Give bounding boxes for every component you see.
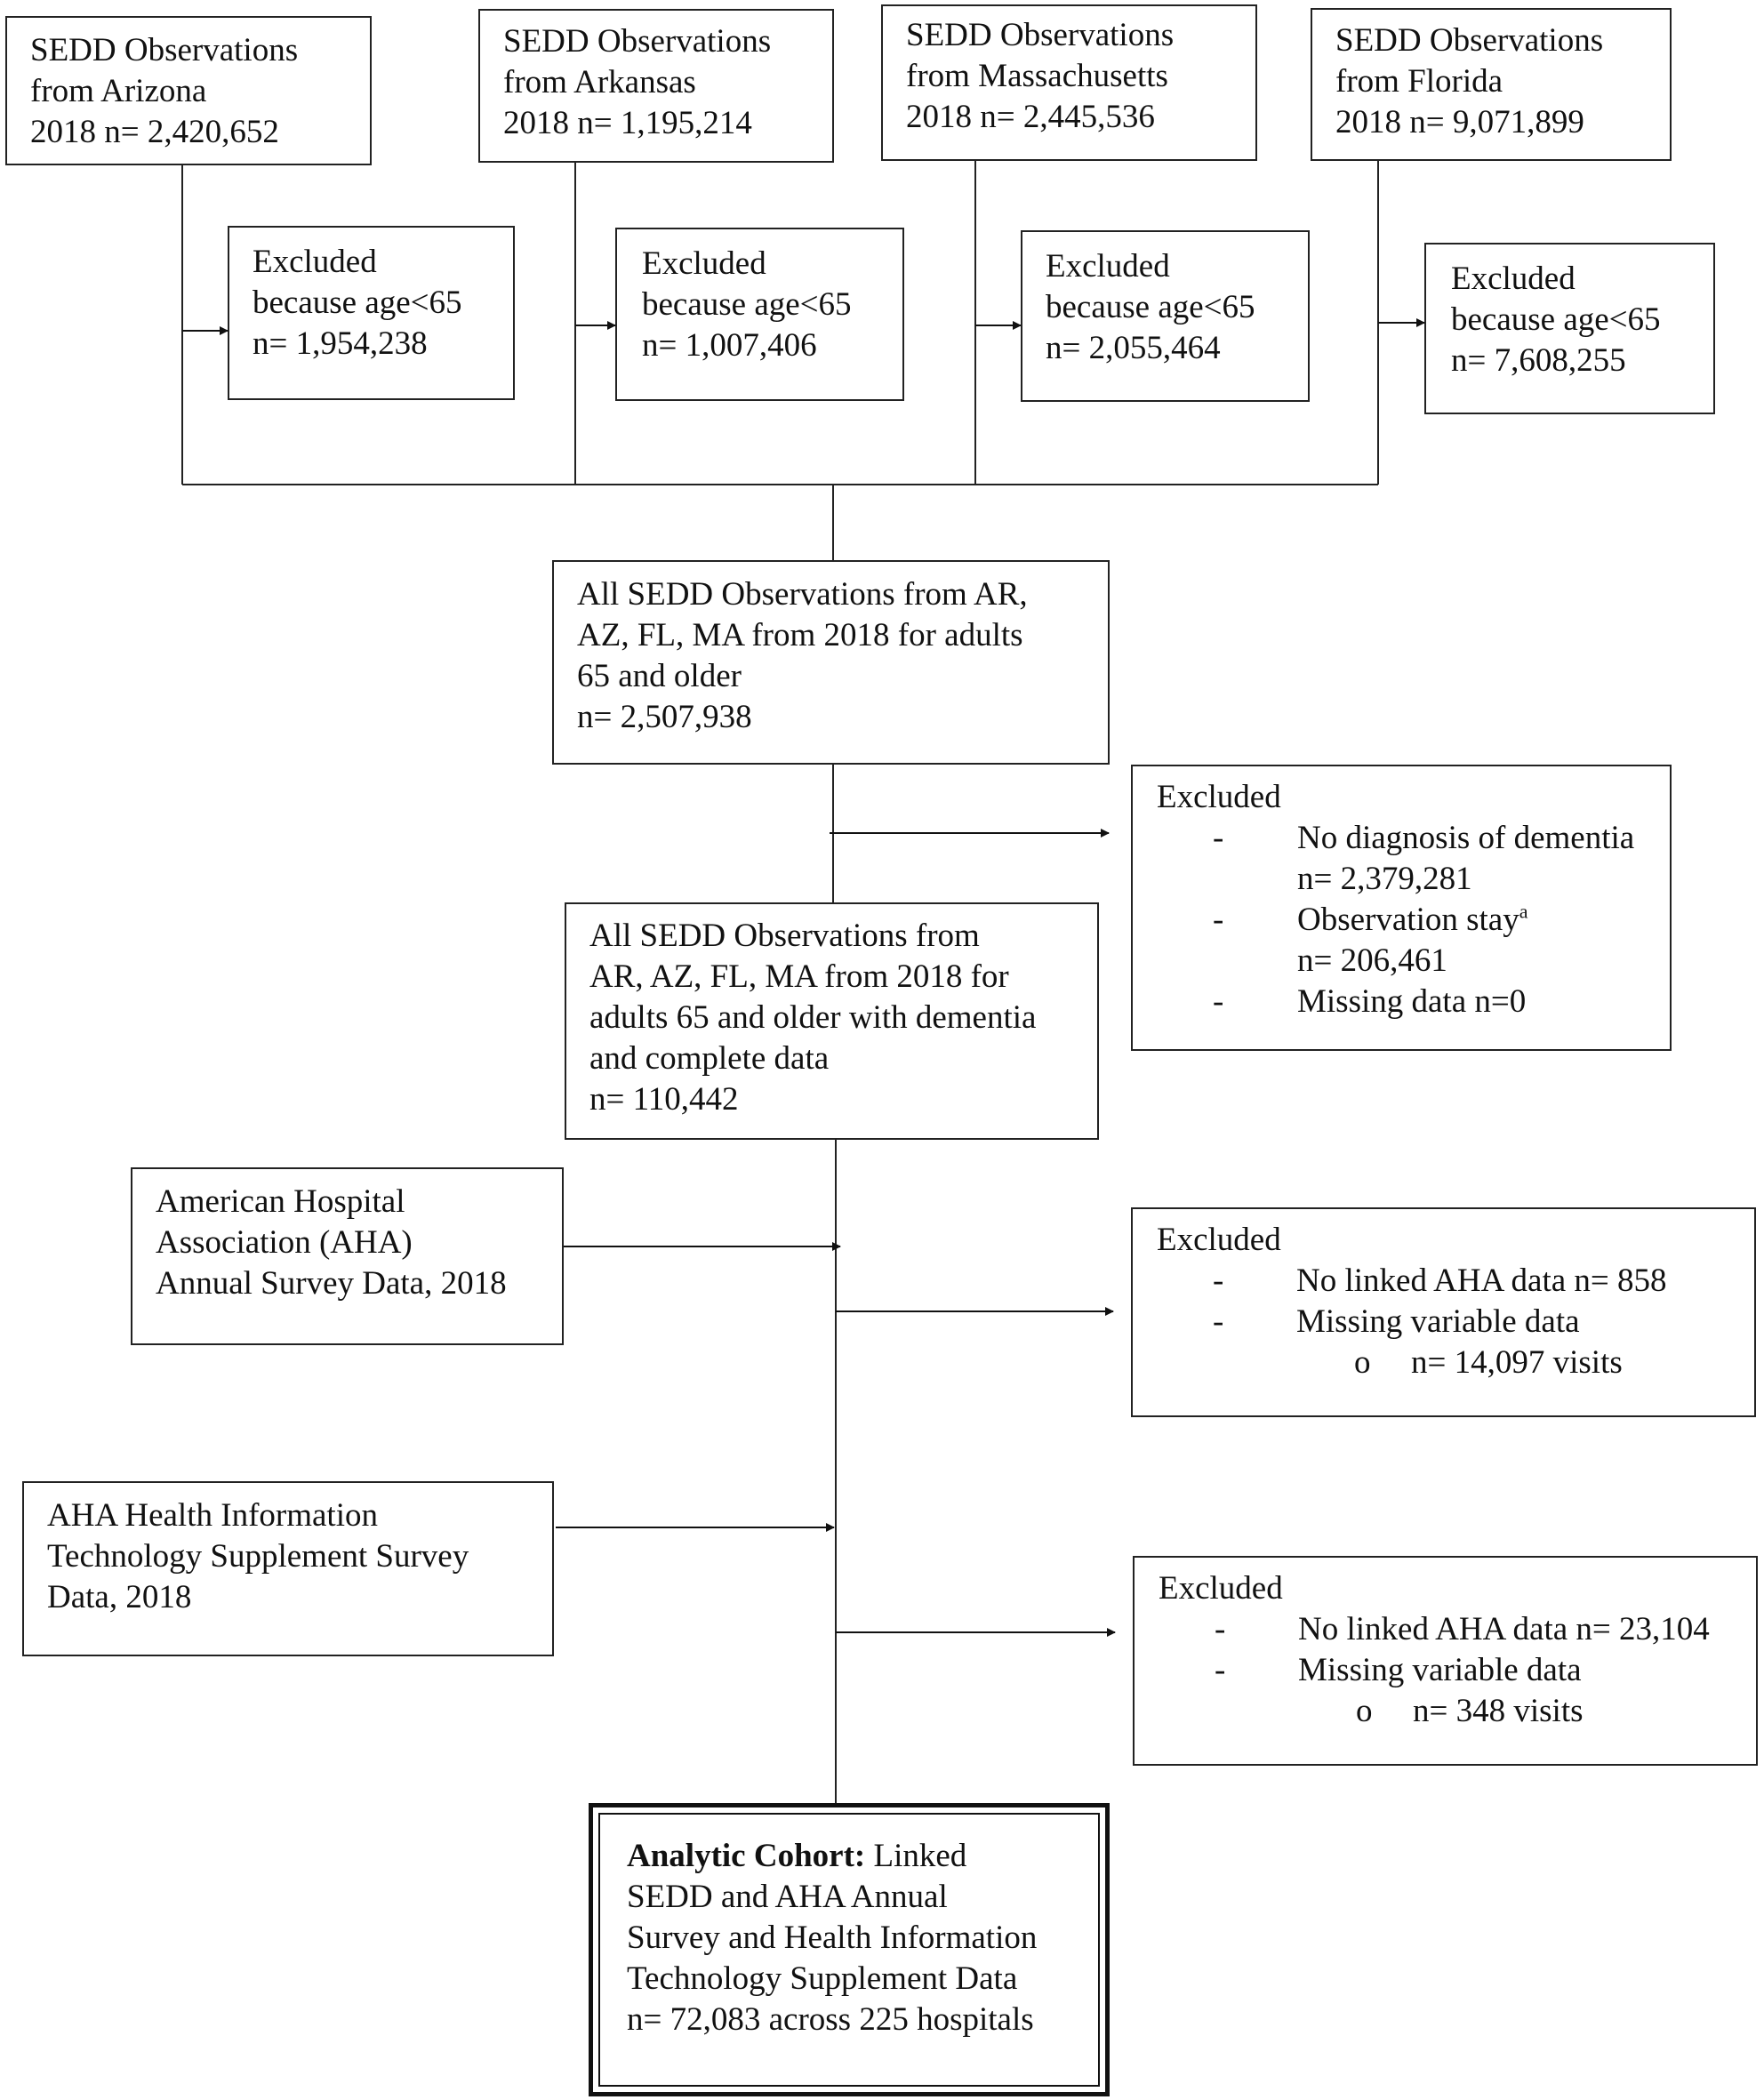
dash-marker: - (1213, 983, 1224, 1020)
analytic-cohort-heading-line: Analytic Cohort: Linked (627, 1836, 1071, 1877)
combined-observations-box: All SEDD Observations from AR, AZ, FL, M… (552, 560, 1110, 765)
aha-annual-line: Association (AHA) (156, 1224, 413, 1261)
age-exclusion-arkansas: Excluded because age<65 n= 1,007,406 (615, 228, 904, 401)
source-line: SEDD Observations (906, 17, 1175, 53)
footnote-marker: a (1519, 900, 1528, 923)
age-exclusion-massachusetts: Excluded because age<65 n= 2,055,464 (1021, 230, 1310, 402)
source-line: from Florida (1335, 63, 1503, 100)
source-line: SEDD Observations (30, 32, 299, 68)
exclusion-item-text: Missing data n=0 (1297, 983, 1527, 1020)
source-line: SEDD Observations (1335, 22, 1604, 59)
exclusion-line: Excluded (642, 245, 766, 282)
exclusion-item: - No diagnosis of dementia n= 2,379,281 (1157, 818, 1670, 900)
exclusion-item-text: Missing variable data (1298, 1652, 1582, 1688)
exclusion-item-text: No diagnosis of dementia (1297, 820, 1635, 856)
source-line: SEDD Observations (503, 23, 772, 60)
exclusion-item: - Missing variable data (1157, 1302, 1754, 1343)
dash-marker: - (1215, 1652, 1226, 1688)
dash-marker: - (1213, 820, 1224, 856)
combined-line: n= 2,507,938 (577, 699, 752, 735)
exclusion-item-line: Observation staya (1297, 900, 1670, 941)
source-box-arizona: SEDD Observations from Arizona 2018 n= 2… (5, 16, 372, 165)
dash-marker: - (1213, 1262, 1224, 1299)
source-box-florida: SEDD Observations from Florida 2018 n= 9… (1311, 8, 1672, 161)
exclusion-subitem: o n= 348 visits (1159, 1691, 1756, 1732)
exclusion-line: n= 2,055,464 (1046, 330, 1221, 366)
dementia-line: AR, AZ, FL, MA from 2018 for (589, 958, 1009, 995)
source-line: from Arizona (30, 73, 207, 109)
exclusion-title: Excluded (1157, 779, 1281, 815)
source-line: from Arkansas (503, 64, 696, 100)
source-line: from Massachusetts (906, 58, 1168, 94)
exclusion-item-count: n= 206,461 (1297, 942, 1447, 979)
source-box-massachusetts: SEDD Observations from Massachusetts 201… (881, 4, 1257, 161)
combined-line: All SEDD Observations from AR, (577, 576, 1028, 613)
analytic-cohort-line: Survey and Health Information (627, 1920, 1038, 1956)
exclusion-line: Excluded (1046, 248, 1170, 285)
exclusion-item-text: Missing variable data (1296, 1303, 1580, 1340)
exclusion-line: because age<65 (1451, 301, 1661, 338)
dash-marker: - (1213, 1303, 1224, 1340)
aha-hit-line: Data, 2018 (47, 1579, 192, 1615)
aha-annual-survey-box: American Hospital Association (AHA) Annu… (131, 1167, 564, 1345)
exclusion-line: n= 1,954,238 (253, 325, 428, 362)
aha-hit-supplement-box: AHA Health Information Technology Supple… (22, 1481, 554, 1656)
exclusion-item: - Observation staya n= 206,461 (1157, 900, 1670, 982)
dementia-observations-box: All SEDD Observations from AR, AZ, FL, M… (565, 902, 1099, 1140)
age-exclusion-florida: Excluded because age<65 n= 7,608,255 (1424, 243, 1715, 414)
exclusion-title: Excluded (1157, 1222, 1281, 1258)
exclusion-item: - No linked AHA data n= 858 (1157, 1261, 1754, 1302)
exclusion-line: n= 1,007,406 (642, 327, 817, 364)
dementia-line: All SEDD Observations from (589, 918, 980, 954)
age-exclusion-arizona: Excluded because age<65 n= 1,954,238 (228, 226, 515, 400)
aha-hit-line: Technology Supplement Survey (47, 1538, 469, 1575)
exclusion-subitem-text: n= 14,097 visits (1411, 1344, 1623, 1381)
dash-marker: - (1215, 1611, 1226, 1647)
aha-annual-line: Annual Survey Data, 2018 (156, 1265, 507, 1302)
source-box-arkansas: SEDD Observations from Arkansas 2018 n= … (478, 9, 834, 163)
exclusion-item: - Missing variable data (1159, 1650, 1756, 1691)
exclusion-line: because age<65 (1046, 289, 1255, 325)
aha-hit-line: AHA Health Information (47, 1497, 378, 1534)
source-line: 2018 n= 2,420,652 (30, 114, 279, 150)
exclusion-box-aha-hit: Excluded - No linked AHA data n= 23,104 … (1133, 1556, 1758, 1766)
analytic-cohort-label: Analytic Cohort: (627, 1838, 866, 1874)
exclusion-line: because age<65 (253, 285, 462, 321)
exclusion-item-text: No linked AHA data n= 23,104 (1298, 1611, 1710, 1647)
exclusion-item: - Missing data n=0 (1157, 982, 1670, 1022)
analytic-cohort-box: Analytic Cohort: Linked SEDD and AHA Ann… (589, 1803, 1110, 2096)
combined-line: AZ, FL, MA from 2018 for adults (577, 617, 1023, 653)
source-line: 2018 n= 1,195,214 (503, 105, 752, 141)
exclusion-box-dementia: Excluded - No diagnosis of dementia n= 2… (1131, 765, 1672, 1051)
aha-annual-line: American Hospital (156, 1183, 405, 1220)
dementia-line: n= 110,442 (589, 1081, 739, 1118)
bullet-marker: o (1356, 1693, 1373, 1729)
dementia-line: adults 65 and older with dementia (589, 999, 1037, 1036)
analytic-cohort-line: Technology Supplement Data (627, 1960, 1018, 1997)
exclusion-line: n= 7,608,255 (1451, 342, 1626, 379)
analytic-cohort-inner: Analytic Cohort: Linked SEDD and AHA Ann… (598, 1813, 1100, 2087)
source-line: 2018 n= 2,445,536 (906, 99, 1155, 135)
exclusion-subitem: o n= 14,097 visits (1157, 1343, 1754, 1383)
combined-line: 65 and older (577, 658, 742, 694)
bullet-marker: o (1354, 1344, 1371, 1381)
exclusion-item-count: n= 2,379,281 (1297, 861, 1472, 897)
analytic-cohort-line: SEDD and AHA Annual (627, 1879, 948, 1915)
exclusion-item-text: Observation stay (1297, 902, 1519, 938)
exclusion-line: because age<65 (642, 286, 852, 323)
exclusion-box-aha-annual: Excluded - No linked AHA data n= 858 - M… (1131, 1207, 1756, 1417)
exclusion-line: Excluded (253, 244, 377, 280)
dash-marker: - (1213, 902, 1224, 938)
dementia-line: and complete data (589, 1040, 830, 1077)
exclusion-line: Excluded (1451, 260, 1576, 297)
exclusion-subitem-text: n= 348 visits (1413, 1693, 1584, 1729)
analytic-cohort-line: n= 72,083 across 225 hospitals (627, 2001, 1034, 2038)
analytic-cohort-first-line: Linked (865, 1838, 967, 1874)
source-line: 2018 n= 9,071,899 (1335, 104, 1584, 140)
exclusion-title: Excluded (1159, 1570, 1283, 1607)
exclusion-item: - No linked AHA data n= 23,104 (1159, 1609, 1756, 1650)
exclusion-item-text: No linked AHA data n= 858 (1296, 1262, 1667, 1299)
